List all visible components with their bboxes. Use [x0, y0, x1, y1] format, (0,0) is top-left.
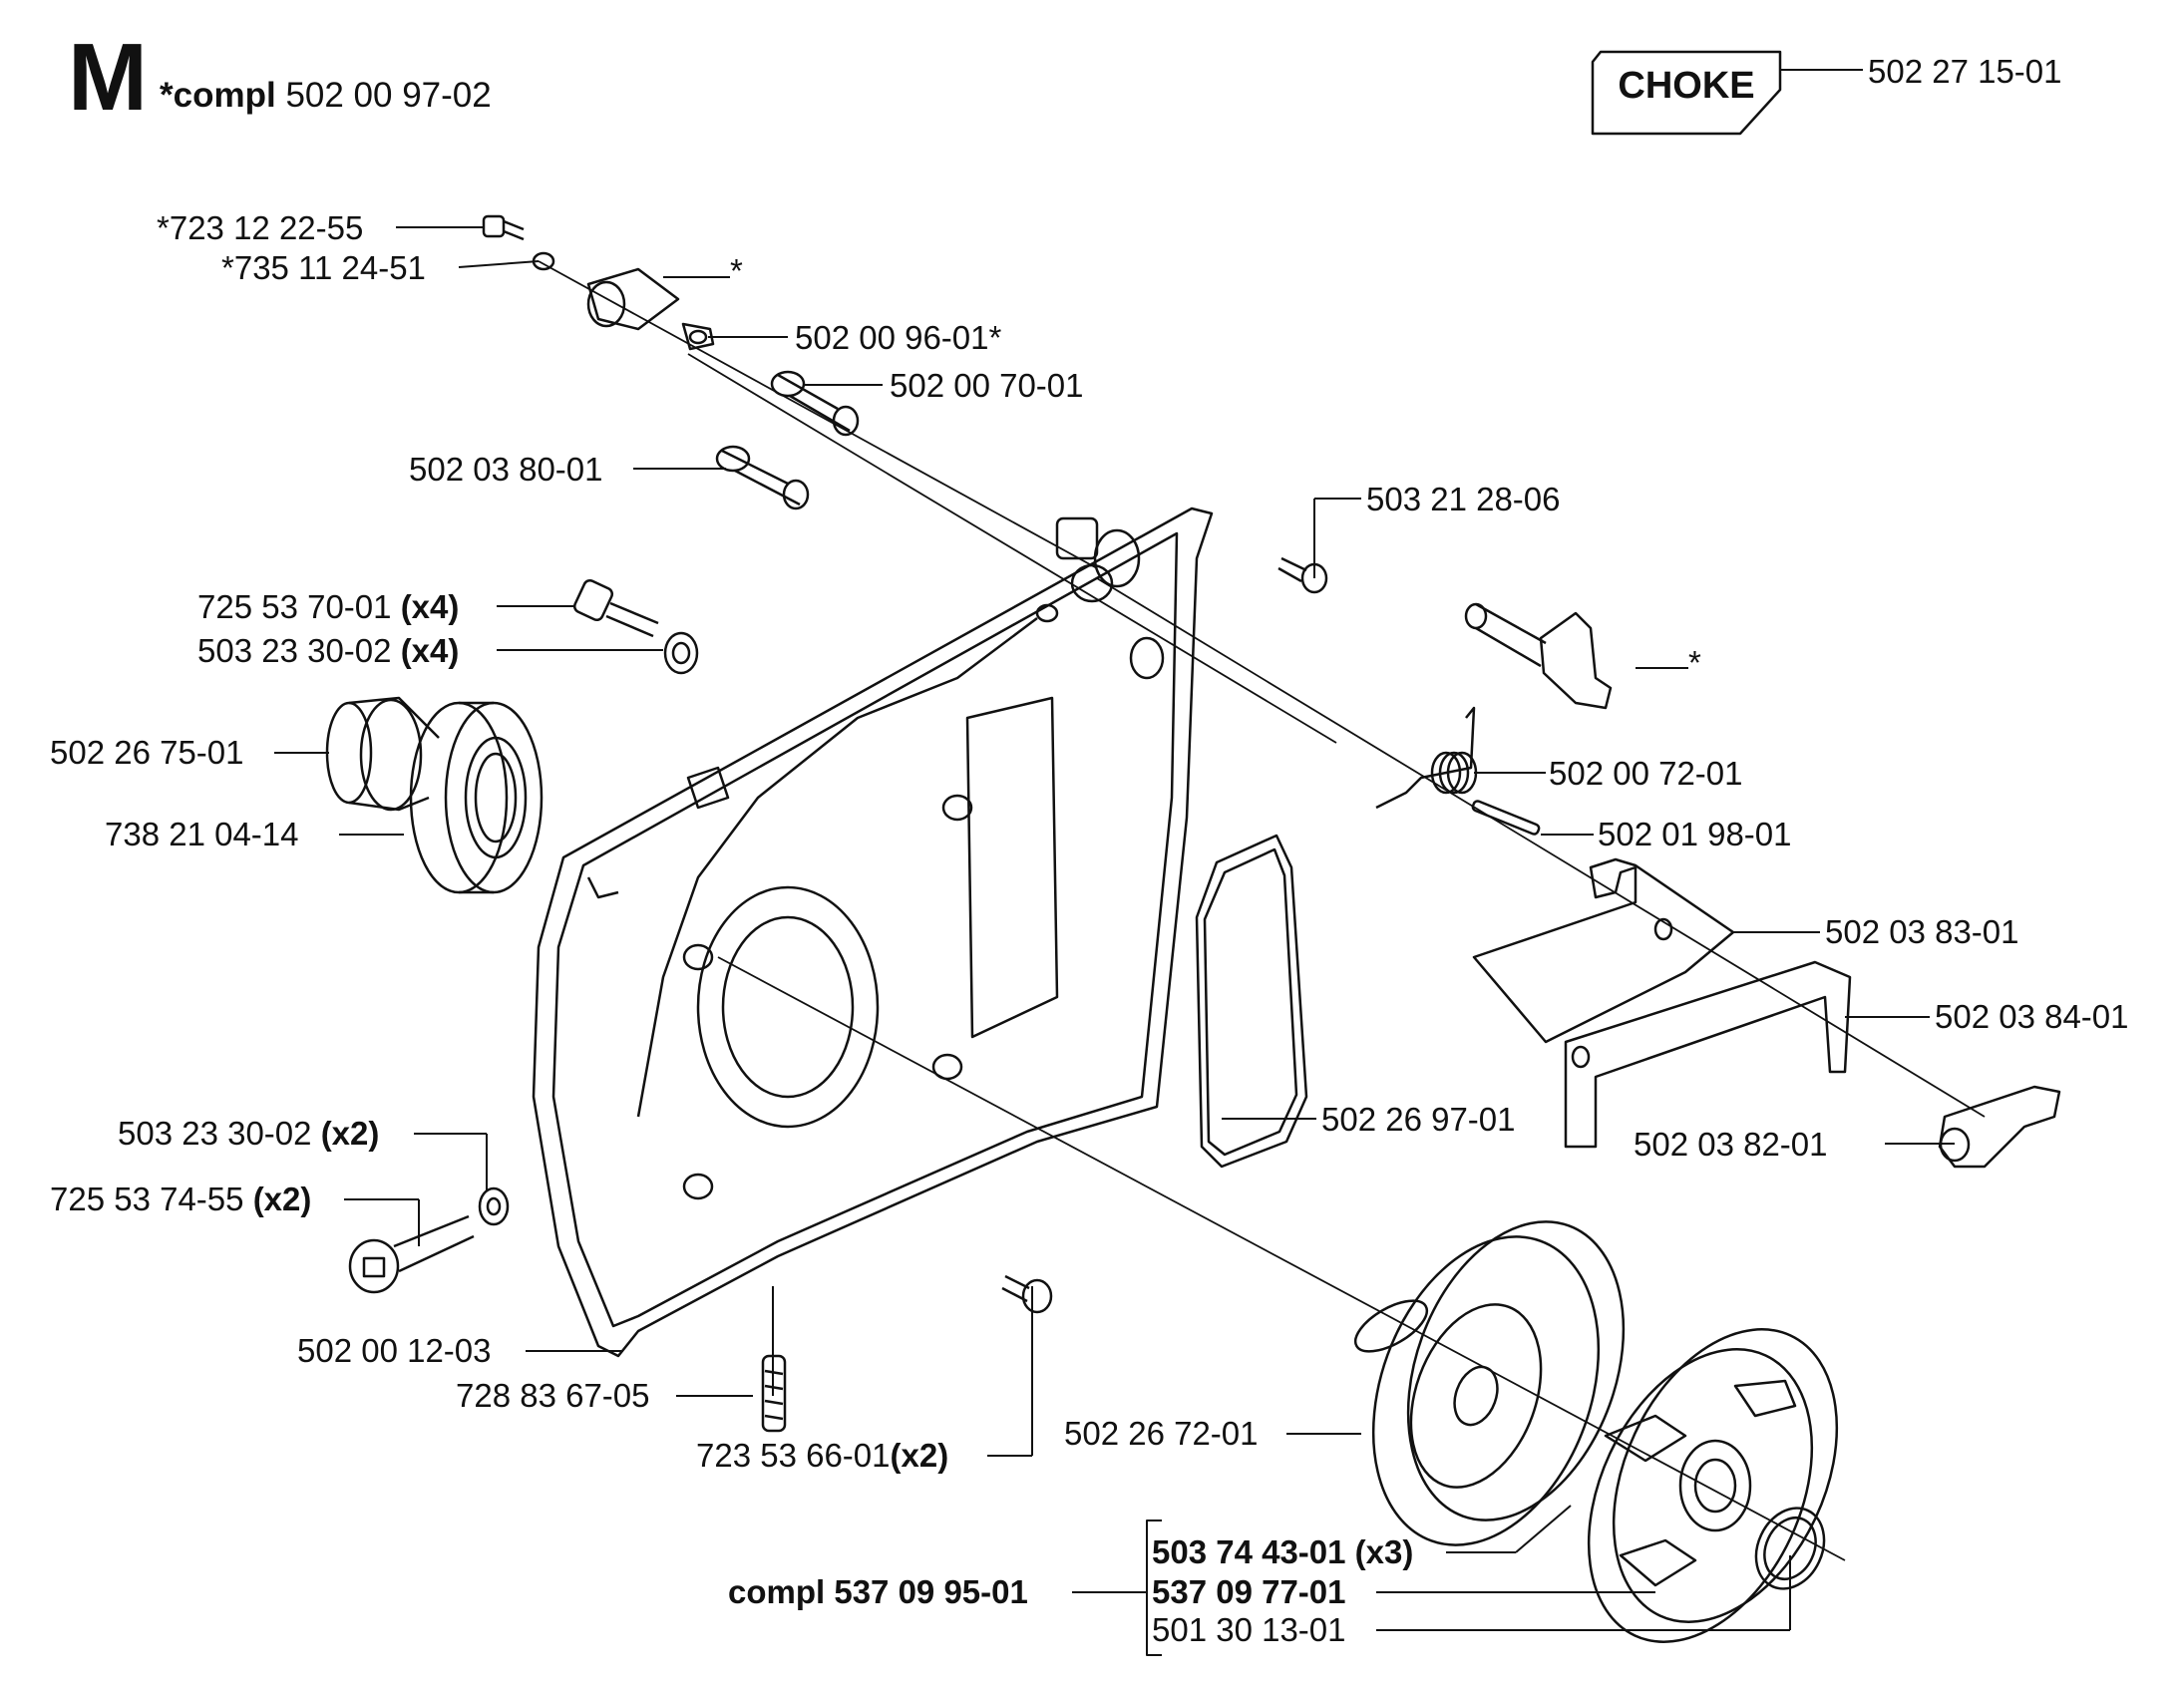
label-compl-537-09-95-01: compl 537 09 95-01 — [728, 1573, 1028, 1610]
washer-503-23-30-02-x4 — [663, 631, 699, 675]
label-502-00-96-01: 502 00 96-01* — [795, 319, 1002, 356]
label-723-12-22-55: *723 12 22-55 — [157, 209, 364, 246]
compl-number: 502 00 97-02 — [285, 76, 492, 115]
choke-label: CHOKE — [1618, 64, 1755, 107]
label-502-03-84-01: 502 03 84-01 — [1935, 998, 2129, 1035]
label-503-23-30-02-x4-number: 503 23 30-02 — [197, 632, 392, 669]
compl-label: *compl — [160, 76, 276, 115]
screw-503-21-28-06 — [1277, 556, 1328, 594]
choke-shaft — [1464, 602, 1613, 710]
label-501-30-13-01: 501 30 13-01 — [1152, 1611, 1346, 1648]
clutch-537-09-77-01 — [1587, 1328, 1839, 1643]
label-star-top: * — [730, 252, 743, 289]
sleeve-502-00-70-01 — [770, 370, 860, 437]
screw-725-53-74-55 — [348, 1214, 475, 1294]
washer-502-00-96-01 — [681, 322, 715, 351]
label-502-01-98-01: 502 01 98-01 — [1598, 816, 1792, 852]
label-502-00-72-01: 502 00 72-01 — [1549, 755, 1743, 792]
setscrew-728-83-67-05 — [761, 1354, 787, 1433]
clutch-cover-502-00-12-03 — [532, 506, 1214, 1358]
label-728-83-67-05: 728 83 67-05 — [456, 1377, 650, 1414]
label-502-03-82-01: 502 03 82-01 — [1634, 1126, 1828, 1163]
spacer-502-26-75-01 — [325, 696, 440, 812]
label-502-03-83-01: 502 03 83-01 — [1825, 913, 2019, 950]
label-503-74-43-01: 503 74 43-01 (x3) — [1152, 1533, 1414, 1570]
arm-502-03-82-01 — [1938, 1085, 2061, 1169]
label-725-53-70-01: 725 53 70-01 (x4) — [197, 590, 459, 623]
spring-502-00-72-01 — [1375, 706, 1478, 810]
screw-723-53-66-01 — [1001, 1274, 1053, 1314]
label-723-53-66-01: 723 53 66-01(x2) — [696, 1439, 948, 1472]
label-725-53-74-55-number: 725 53 74-55 — [50, 1181, 244, 1217]
label-537-09-77-01: 537 09 77-01 — [1152, 1573, 1346, 1610]
choke-tag — [1591, 50, 1782, 136]
label-502-26-72-01: 502 26 72-01 — [1064, 1415, 1259, 1452]
label-503-23-30-02-x4: 503 23 30-02 (x4) — [197, 634, 459, 667]
screw-725-53-70-01 — [572, 578, 659, 638]
label-503-23-30-02-x2: 503 23 30-02 (x2) — [118, 1117, 379, 1150]
label-503-23-30-02-x2-qty: (x2) — [320, 1115, 380, 1152]
choke-lever-part — [586, 267, 680, 331]
screw-723-12-22-55 — [482, 214, 525, 241]
label-503-23-30-02-x2-number: 503 23 30-02 — [118, 1115, 312, 1152]
label-735-11-24-51: *735 11 24-51 — [221, 249, 426, 286]
washer-735-11-24-51 — [532, 251, 555, 271]
leader-lines — [274, 69, 1955, 1656]
label-502-00-12-03: 502 00 12-03 — [297, 1332, 492, 1369]
plate-502-03-83-01 — [1472, 857, 1735, 1044]
label-503-21-28-06: 503 21 28-06 — [1366, 481, 1561, 517]
label-738-21-04-14: 738 21 04-14 — [105, 816, 299, 852]
label-725-53-74-55: 725 53 74-55 (x2) — [50, 1182, 311, 1215]
sleeve-502-03-80-01 — [715, 445, 810, 510]
label-725-53-70-01-qty: (x4) — [400, 588, 460, 625]
label-502-03-80-01: 502 03 80-01 — [409, 451, 603, 488]
choke-part-number: 502 27 15-01 — [1868, 53, 2062, 90]
label-503-23-30-02-x4-qty: (x4) — [400, 632, 460, 669]
washer-503-23-30-02-x2 — [478, 1186, 510, 1226]
section-letter: M — [68, 24, 148, 131]
label-star-right: * — [1688, 644, 1701, 681]
label-723-53-66-01-qty: (x2) — [890, 1437, 949, 1474]
bracket-502-03-84-01 — [1564, 960, 1852, 1149]
bearing-738-21-04-14 — [409, 701, 544, 894]
label-725-53-70-01-number: 725 53 70-01 — [197, 588, 392, 625]
label-725-53-74-55-qty: (x2) — [252, 1181, 312, 1217]
assembly-axes — [538, 260, 1986, 1561]
pin-502-01-98-01 — [1471, 800, 1541, 836]
label-502-00-70-01: 502 00 70-01 — [890, 367, 1084, 404]
clutch-drum-502-26-72-01 — [1353, 1220, 1626, 1546]
assembly-number: *compl 502 00 97-02 — [160, 76, 492, 116]
label-502-26-97-01: 502 26 97-01 — [1321, 1101, 1516, 1138]
ring-501-30-13-01 — [1754, 1507, 1826, 1590]
label-723-53-66-01-number: 723 53 66-01 — [696, 1437, 891, 1474]
gasket-502-26-97-01 — [1195, 834, 1308, 1169]
label-502-26-75-01: 502 26 75-01 — [50, 734, 244, 771]
